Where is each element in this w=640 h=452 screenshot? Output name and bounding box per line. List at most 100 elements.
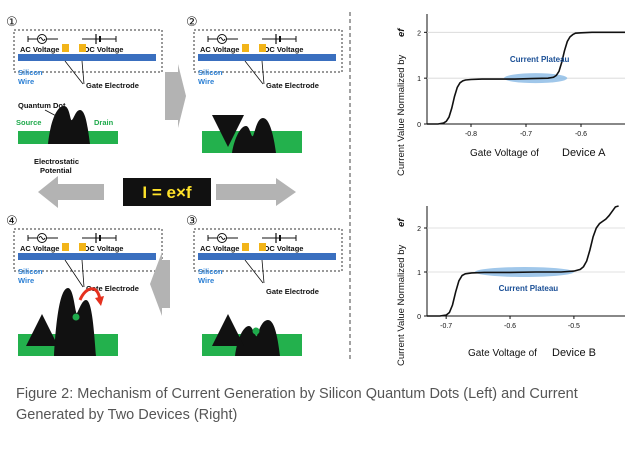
step-4-wire-label-2: Wire <box>18 276 34 285</box>
flow-arrow-step2-to-step3 <box>216 178 296 206</box>
chart-a-ylabel-unit: ef <box>396 28 407 37</box>
step-4-potential-barrier <box>54 288 96 356</box>
step-1-potential-barrier <box>48 106 90 144</box>
chart-a-ticks: 012-0.8-0.7-0.6 <box>417 30 587 138</box>
step-3-circuit-box <box>193 228 343 272</box>
step-4-number: ④ <box>6 213 18 228</box>
step-4-electron-icon <box>72 313 80 321</box>
chart-b-xlabel-device: Device B <box>552 347 596 359</box>
chart-device-a: 012-0.8-0.7-0.6 Current Plateau Gate Vol… <box>396 14 625 176</box>
chart-a-y-tick-label: 1 <box>417 76 421 83</box>
chart-device-b: 0 1 2 -0.7 -0.6 -0.5 Current Plateau Gate Vol… <box>396 205 625 366</box>
flow-arrow-step3-to-step4 <box>150 252 170 316</box>
step-2-silicon-wire <box>198 54 336 61</box>
step-3-wire-label-2: Wire <box>198 276 214 285</box>
step-1-circuit-box <box>13 29 163 73</box>
figure-caption: Figure 2: Mechanism of Current Generatio… <box>16 386 578 423</box>
step-4-transfer-curl <box>78 287 102 301</box>
chart-a-x-tick-label: -0.8 <box>465 131 477 138</box>
chart-b-xlabel-prefix: Gate Voltage of <box>468 348 537 359</box>
step-4-wire-label-1: Silicon <box>18 267 43 276</box>
step-4-gate-left <box>62 243 69 251</box>
step-1-gate-label: Gate Electrode <box>86 81 139 90</box>
step-4-ac-label: AC Voltage <box>20 244 59 253</box>
step-2-dc-source-icon <box>262 34 297 44</box>
step-1-gate-right <box>79 44 86 52</box>
step-2-gate-label: Gate Electrode <box>266 81 319 90</box>
step-2-ac-source-icon <box>207 34 238 44</box>
step-2-wire-label-1: Silicon <box>198 68 223 77</box>
step-1-ac-label: AC Voltage <box>20 45 59 54</box>
step-1-dc-source-icon <box>82 34 117 44</box>
chart-a-xlabel-device: Device A <box>562 147 606 159</box>
chart-a-plateau-label: Current Plateau <box>510 55 570 64</box>
step-3-potential-barrier <box>235 320 280 356</box>
step-3-dc-label: DC Voltage <box>264 244 303 253</box>
step-3-ac-source-icon <box>207 233 238 243</box>
step-1-drain-label: Drain <box>94 118 114 127</box>
flow-arrow-step4-to-step1 <box>38 176 104 208</box>
step-4-circuit-box <box>13 228 163 272</box>
step-2-potential-barrier <box>232 118 276 153</box>
step-3-ac-label: AC Voltage <box>200 244 239 253</box>
step-4-gate-label: Gate Electrode <box>86 284 139 293</box>
step-4-curl-arrowhead-icon <box>95 296 104 306</box>
chart-a-xlabel-prefix: Gate Voltage of <box>470 148 539 159</box>
chart-b-ylabel-prefix: Current Value Normalized by <box>396 244 407 366</box>
chart-b-series-line <box>427 205 619 317</box>
step-3-silicon-wire <box>198 253 336 260</box>
step-3-gate-left <box>242 243 249 251</box>
chart-a-ylabel-prefix: Current Value Normalized by <box>396 54 407 176</box>
step-3-electron-icon <box>252 327 260 335</box>
step-1-gate-left <box>62 44 69 52</box>
step-4-ac-source-icon <box>27 233 58 243</box>
step-3-gate-label: Gate Electrode <box>266 287 319 296</box>
step-1-number: ① <box>6 14 18 29</box>
chart-b-gridlines <box>427 227 625 273</box>
step-2-dc-label: DC Voltage <box>264 45 303 54</box>
flow-arrow-step1-to-step2 <box>165 64 186 128</box>
step-1-source-label: Source <box>16 118 41 127</box>
step-2-wire-label-2: Wire <box>198 77 214 86</box>
step-1-wire-label-1: Silicon <box>18 68 43 77</box>
step-2-panel: ② AC Voltage DC Voltage Silicon Wire Gat… <box>186 14 343 153</box>
chart-b-ylabel: Current Value Normalized by ef <box>396 218 407 366</box>
step-2-circuit-box <box>193 29 343 73</box>
chart-a-y-tick-label: 2 <box>417 30 421 37</box>
formula-text: I = e×f <box>142 183 191 202</box>
chart-a-ylabel: Current Value Normalized by ef <box>396 28 407 176</box>
step-1-potential-label-1: Electrostatic <box>34 157 79 166</box>
step-3-number: ③ <box>186 213 198 228</box>
chart-a-x-tick-label: -0.6 <box>575 131 587 138</box>
step-1-dc-label: DC Voltage <box>84 45 123 54</box>
step-1-potential-label-2: Potential <box>40 166 72 175</box>
step-3-panel: ③ AC Voltage DC Voltage Silicon Wire Gat… <box>186 213 343 356</box>
step-2-ac-label: AC Voltage <box>200 45 239 54</box>
chart-b-x-tick-label: -0.7 <box>440 323 452 330</box>
step-2-gate-left <box>242 44 249 52</box>
chart-b-ticks: 0 1 2 -0.7 -0.6 -0.5 <box>417 226 580 330</box>
chart-b-y-tick-label: 0 <box>417 314 421 321</box>
step-1-silicon-wire <box>18 54 156 61</box>
chart-b-y-tick-label: 2 <box>417 226 421 233</box>
step-1-dot-label: Quantum Dot <box>18 101 66 110</box>
chart-b-plateau-label: Current Plateau <box>499 284 559 293</box>
chart-a-x-tick-label: -0.7 <box>520 131 532 138</box>
step-1-wire-label-2: Wire <box>18 77 34 86</box>
step-4-gate-right <box>79 243 86 251</box>
step-3-dc-source-icon <box>262 233 297 243</box>
step-1-ac-source-icon <box>27 34 58 44</box>
step-4-dc-source-icon <box>82 233 117 243</box>
chart-b-x-tick-label: -0.5 <box>568 323 580 330</box>
chart-b-x-tick-label: -0.6 <box>504 323 516 330</box>
step-4-silicon-wire <box>18 253 156 260</box>
formula-box <box>123 178 211 206</box>
step-4-dc-label: DC Voltage <box>84 244 123 253</box>
chart-b-ylabel-unit: ef <box>396 218 407 227</box>
step-2-gate-right <box>259 44 266 52</box>
chart-b-y-tick-label: 1 <box>417 270 421 277</box>
step-1-panel: ① AC Voltage DC Voltage Silicon Wire Gat… <box>6 14 163 175</box>
step-2-number: ② <box>186 14 198 29</box>
step-3-gate-right <box>259 243 266 251</box>
